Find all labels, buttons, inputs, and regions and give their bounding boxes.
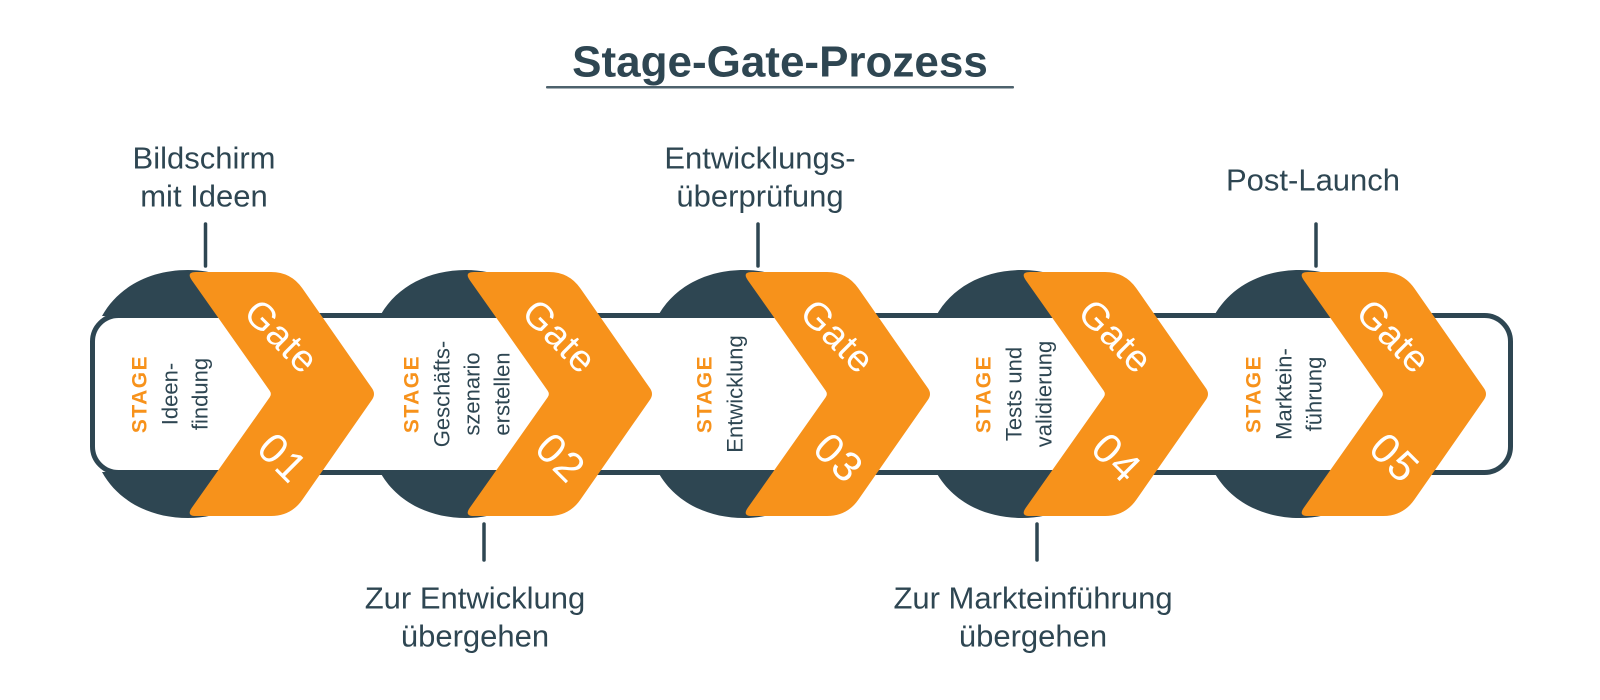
stage-text: STAGE Marktein- führung xyxy=(1243,348,1327,440)
stage-unit-1: STAGE Ideen- findung Gate 01 xyxy=(102,270,374,518)
annotation-top-3: Post-Launch xyxy=(1226,163,1400,268)
annotation-line: mit Ideen xyxy=(140,179,268,214)
page-title: Stage-Gate-Prozess xyxy=(572,38,988,87)
stage-text: STAGE Geschäfts- szenario erstellen xyxy=(401,341,515,447)
stage-label: STAGE xyxy=(129,355,152,433)
annotation-bottom-2: Zur Markteinführung übergehen xyxy=(893,522,1173,654)
annotation-top-2: Entwicklungs- überprüfung xyxy=(664,141,856,268)
stage-name-line: validierung xyxy=(1032,341,1057,447)
annotation-line: Entwicklungs- xyxy=(664,141,855,176)
annotation-line: übergehen xyxy=(401,619,549,654)
stage-name-line: Ideen- xyxy=(158,363,183,425)
stage-text: STAGE Tests und validierung xyxy=(973,341,1057,447)
stage-unit-2: STAGE Geschäfts- szenario erstellen Gate… xyxy=(380,270,652,518)
stage-name-line: Tests und xyxy=(1002,347,1027,441)
stage-name-line: findung xyxy=(188,358,213,430)
stage-name-line: Marktein- xyxy=(1272,348,1297,440)
stage-name-line: Geschäfts- xyxy=(430,341,455,447)
annotation-line: Post-Launch xyxy=(1226,163,1400,198)
stage-text: STAGE Ideen- findung xyxy=(129,355,213,433)
annotation-line: Bildschirm xyxy=(133,141,276,176)
annotation-line: Zur Entwicklung xyxy=(365,581,586,616)
stage-text: STAGE Entwicklung xyxy=(694,335,748,452)
stage-name-line: Entwicklung xyxy=(723,335,748,452)
stage-label: STAGE xyxy=(1243,355,1266,433)
stage-label: STAGE xyxy=(694,355,717,433)
annotation-line: übergehen xyxy=(959,619,1107,654)
stage-label: STAGE xyxy=(401,355,424,433)
stage-name-line: führung xyxy=(1302,357,1327,432)
stage-label: STAGE xyxy=(973,355,996,433)
annotation-line: Zur Markteinführung xyxy=(893,581,1172,616)
title-underline xyxy=(546,86,1014,89)
stage-name-line: szenario xyxy=(460,352,485,435)
annotation-top-1: Bildschirm mit Ideen xyxy=(133,141,276,268)
stage-unit-4: STAGE Tests und validierung Gate 04 xyxy=(936,270,1208,518)
stage-name-line: erstellen xyxy=(490,352,515,435)
annotation-bottom-1: Zur Entwicklung übergehen xyxy=(365,522,586,654)
annotation-line: überprüfung xyxy=(676,179,843,214)
